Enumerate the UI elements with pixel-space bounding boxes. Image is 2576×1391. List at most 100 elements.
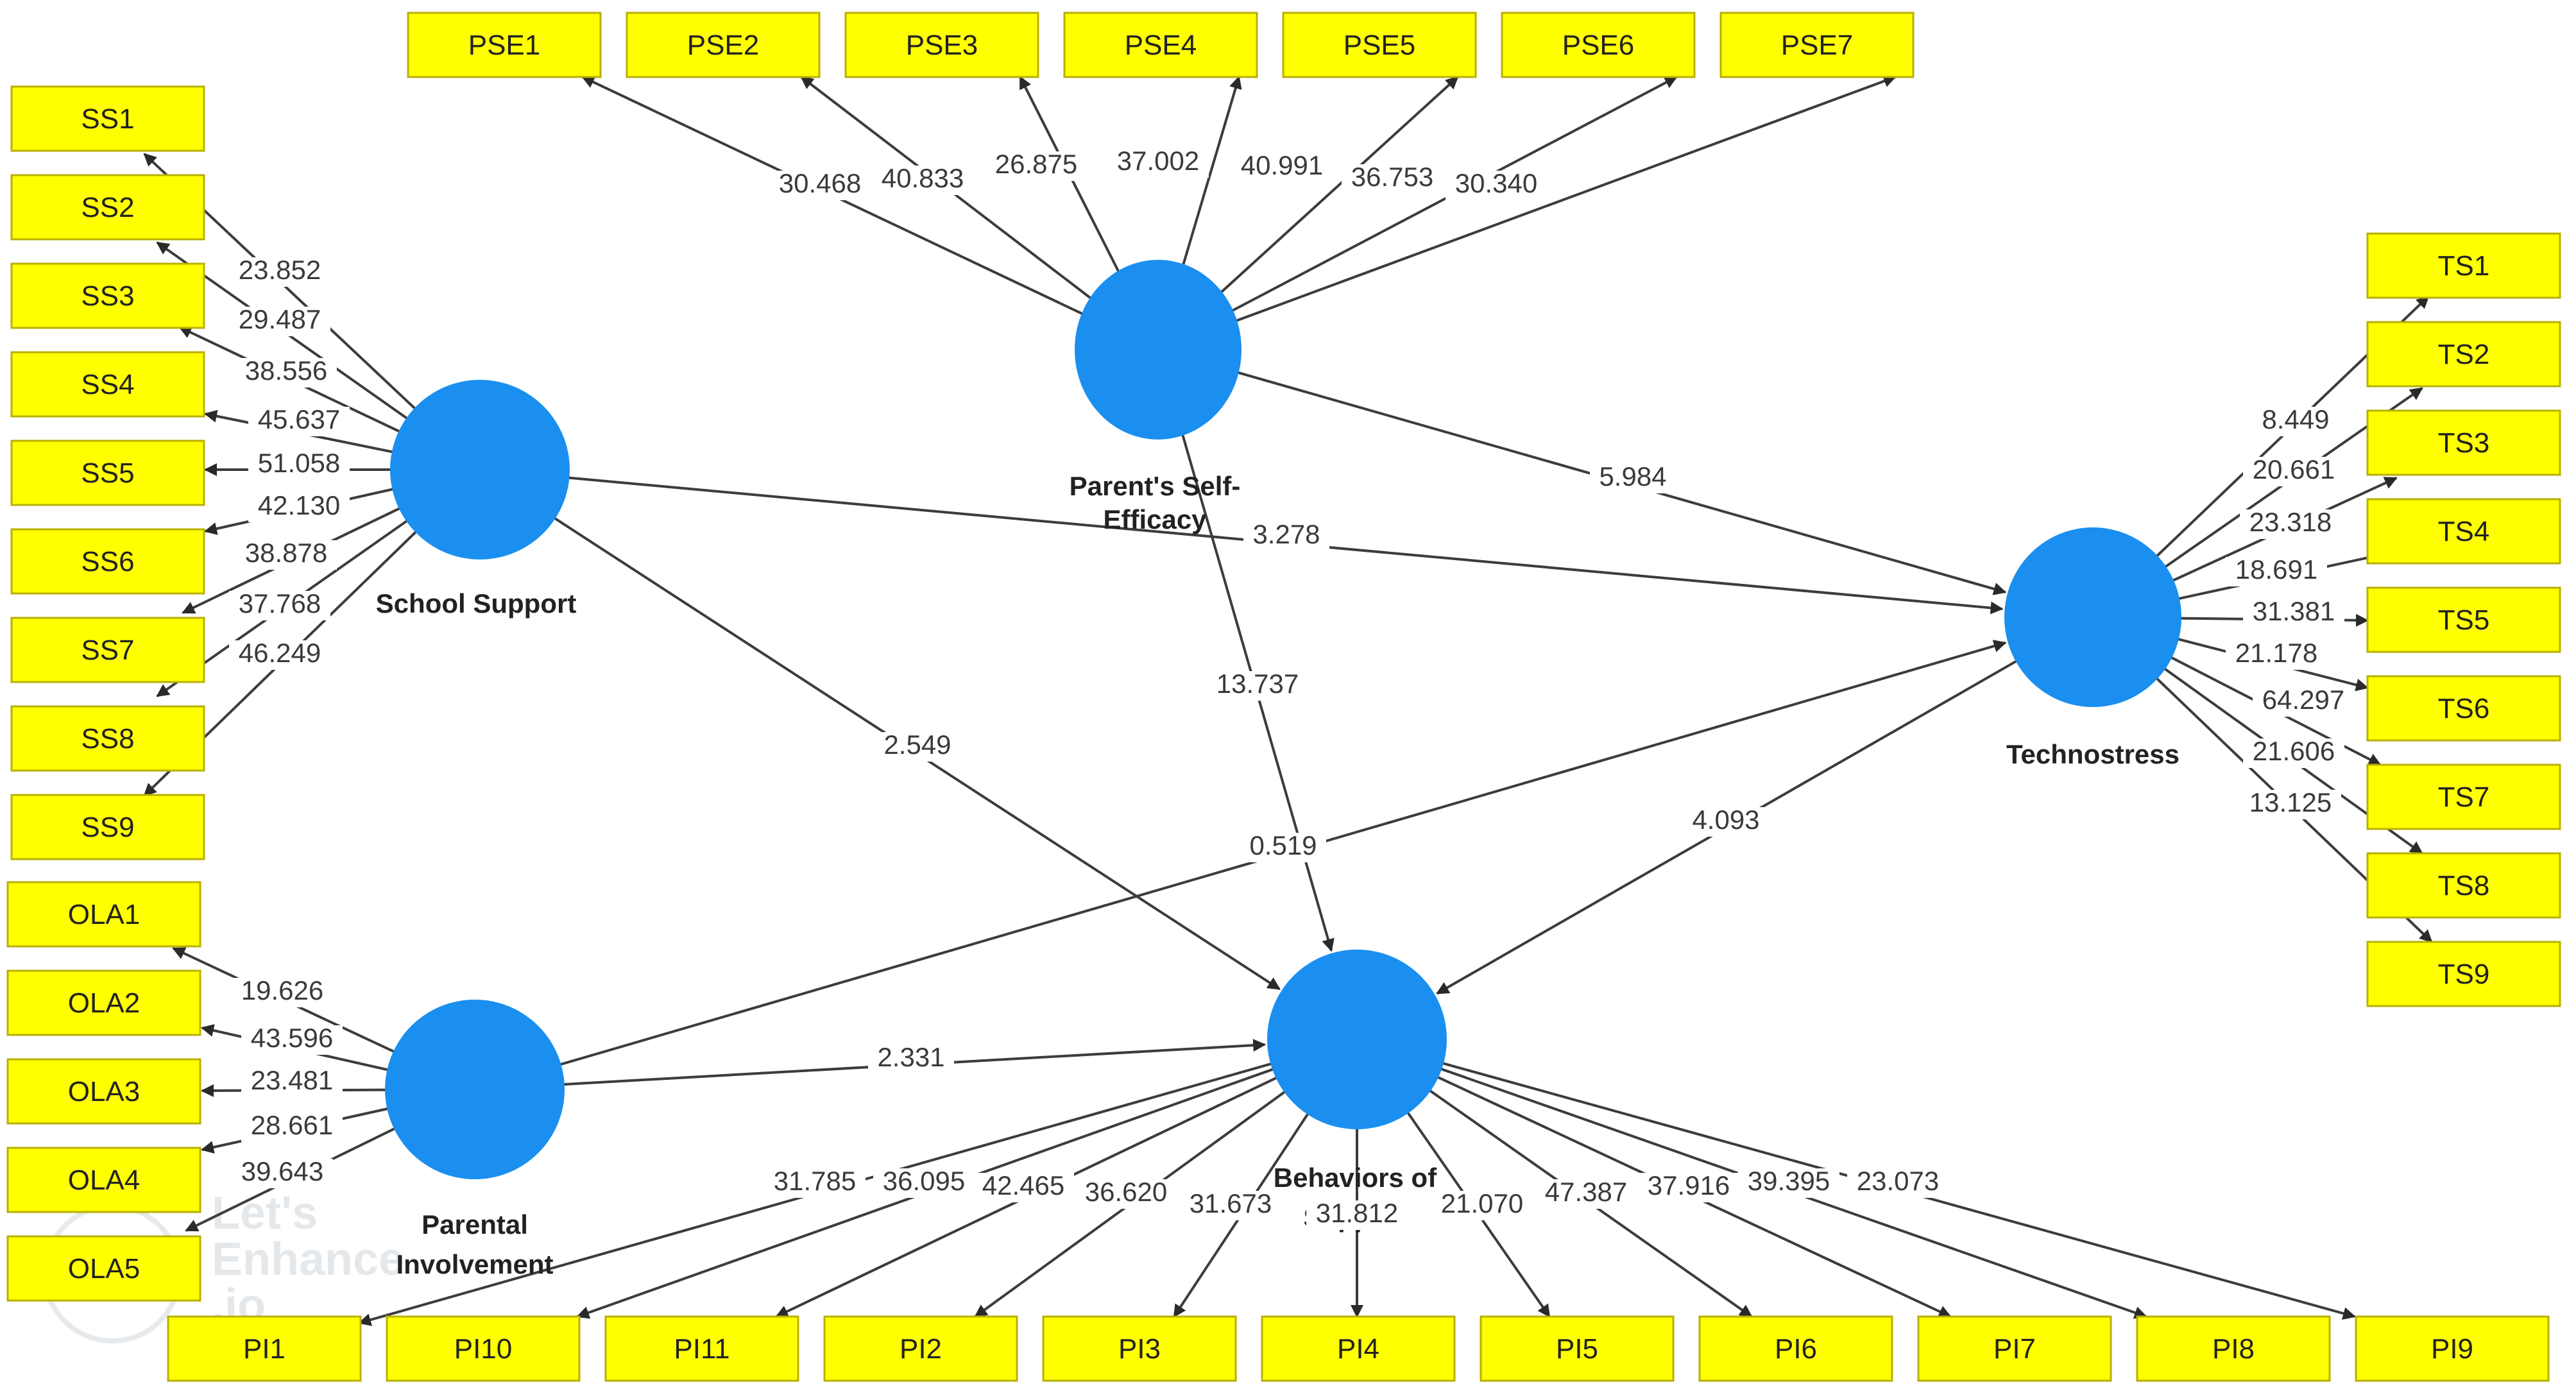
indicator-pi8[interactable]: PI8: [2136, 1315, 2331, 1382]
indicator-ola4[interactable]: OLA4: [6, 1147, 201, 1213]
indicator-ts4[interactable]: TS4: [2366, 498, 2561, 565]
loading-label-bg: [1107, 148, 1209, 178]
latent-ts[interactable]: Technostress: [2004, 527, 2181, 769]
indicator-ts2[interactable]: TS2: [2366, 321, 2561, 388]
loading-value: 47.387: [1545, 1177, 1627, 1207]
indicator-pse6[interactable]: PSE6: [1501, 12, 1696, 78]
indicator-box: [2355, 1315, 2550, 1382]
indicator-pi9[interactable]: PI9: [2355, 1315, 2550, 1382]
indicator-box: [2366, 764, 2561, 830]
indicator-pi5[interactable]: PI5: [1480, 1315, 1675, 1382]
indicator-ts6[interactable]: TS6: [2366, 675, 2561, 742]
indicator-ss1[interactable]: SS1: [10, 85, 205, 152]
indicator-box: [1501, 12, 1696, 78]
loading-label-bg: [973, 1173, 1074, 1202]
loading-label-bg: [985, 151, 1087, 181]
indicator-ss5[interactable]: SS5: [10, 439, 205, 506]
indicator-label: SS5: [81, 457, 134, 489]
indicator-pse1[interactable]: PSE1: [407, 12, 602, 78]
indicator-ola1[interactable]: OLA1: [6, 881, 201, 948]
indicator-ola5[interactable]: OLA5: [6, 1235, 201, 1302]
latent-pse[interactable]: Parent's Self-Efficacy: [1070, 260, 1241, 534]
indicator-box: [2366, 675, 2561, 742]
indicator-ss8[interactable]: SS8: [10, 705, 205, 772]
loading-label-bg: [235, 540, 337, 570]
path-label-bg: [868, 1045, 954, 1074]
indicator-label: PSE6: [1562, 30, 1635, 61]
indicator-box: [844, 12, 1039, 78]
indicator-ss6[interactable]: SS6: [10, 528, 205, 595]
loading-label-bg: [2243, 738, 2344, 768]
indicator-ss7[interactable]: SS7: [10, 617, 205, 683]
loading-value: 31.381: [2253, 596, 2335, 626]
indicator-pi11[interactable]: PI11: [604, 1315, 799, 1382]
indicator-ola2[interactable]: OLA2: [6, 969, 201, 1036]
indicator-pi7[interactable]: PI7: [1917, 1315, 2112, 1382]
loading-label-bg: [229, 640, 330, 670]
latent-label: School Support: [376, 588, 577, 619]
indicator-box: [10, 85, 205, 152]
loading-value: 23.852: [239, 255, 321, 285]
loading-value: 21.178: [2235, 638, 2317, 668]
indicator-ts9[interactable]: TS9: [2366, 941, 2561, 1007]
indicator-pi2[interactable]: PI2: [823, 1315, 1018, 1382]
indicator-box: [10, 794, 205, 860]
indicator-ss3[interactable]: SS3: [10, 262, 205, 329]
indicator-box: [823, 1315, 1018, 1382]
indicator-pse5[interactable]: PSE5: [1282, 12, 1477, 78]
indicator-pi10[interactable]: PI10: [386, 1315, 581, 1382]
indicator-label: OLA2: [68, 987, 141, 1019]
indicator-ss4[interactable]: SS4: [10, 351, 205, 418]
indicator-ss2[interactable]: SS2: [10, 174, 205, 241]
loading-value: 42.130: [258, 490, 340, 520]
loading-value: 30.340: [1455, 168, 1537, 198]
loading-value: 21.070: [1441, 1188, 1523, 1218]
indicator-ss9[interactable]: SS9: [10, 794, 205, 860]
indicator-label: PI8: [2212, 1333, 2255, 1365]
indicator-box: [2366, 321, 2561, 388]
loading-arrow: [1216, 76, 1459, 296]
loading-value: 26.875: [995, 149, 1077, 179]
indicator-box: [1917, 1315, 2112, 1382]
indicator-pi1[interactable]: PI1: [167, 1315, 362, 1382]
indicator-pse3[interactable]: PSE3: [844, 12, 1039, 78]
loading-label-bg: [2243, 457, 2344, 486]
indicator-label: PSE1: [468, 30, 541, 61]
loading-label-bg: [1342, 164, 1443, 194]
indicator-pse7[interactable]: PSE7: [1719, 12, 1915, 78]
indicator-ts1[interactable]: TS1: [2366, 232, 2561, 299]
loading-label-bg: [1535, 1179, 1637, 1209]
indicator-ola3[interactable]: OLA3: [6, 1058, 201, 1125]
loading-label-bg: [872, 166, 973, 195]
indicator-pi6[interactable]: PI6: [1698, 1315, 1893, 1382]
latent-bs[interactable]: Behaviors ofSupport: [1267, 950, 1447, 1233]
indicator-label: SS9: [81, 812, 134, 843]
indicator-label: PI6: [1775, 1333, 1817, 1365]
indicator-ts7[interactable]: TS7: [2366, 764, 2561, 830]
indicator-pi3[interactable]: PI3: [1042, 1315, 1237, 1382]
indicator-box: [10, 528, 205, 595]
loading-label-bg: [2253, 687, 2354, 717]
indicator-ts3[interactable]: TS3: [2366, 409, 2561, 476]
loading-label-bg: [1738, 1168, 1839, 1198]
loading-value: 37.768: [239, 588, 321, 619]
indicator-ts5[interactable]: TS5: [2366, 586, 2561, 653]
indicator-label: TS2: [2438, 339, 2490, 370]
loading-label-bg: [1306, 1200, 1408, 1230]
path-label-bg: [1240, 833, 1326, 862]
loading-value: 23.481: [251, 1065, 333, 1095]
loading-value: 46.249: [239, 638, 321, 668]
loading-label-bg: [229, 257, 330, 287]
indicator-pse2[interactable]: PSE2: [626, 12, 821, 78]
indicator-pi4[interactable]: PI4: [1261, 1315, 1456, 1382]
latent-ss[interactable]: School Support: [376, 380, 577, 619]
indicator-label: PI2: [900, 1333, 942, 1365]
loading-label-bg: [1180, 1191, 1281, 1220]
latent-label: Involvement: [396, 1249, 553, 1279]
indicator-ts8[interactable]: TS8: [2366, 852, 2561, 919]
indicator-label: SS2: [81, 192, 134, 223]
indicator-label: PI3: [1118, 1333, 1161, 1365]
loading-label-bg: [241, 1068, 343, 1097]
indicator-pse4[interactable]: PSE4: [1063, 12, 1258, 78]
